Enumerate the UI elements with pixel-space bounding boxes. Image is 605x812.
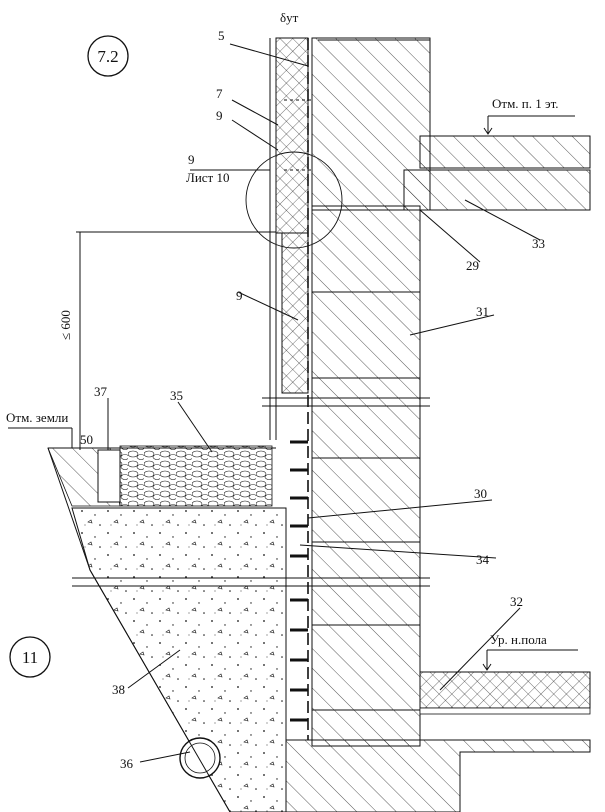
callout-sheet: Лист 10 xyxy=(186,170,229,185)
drain-pipe xyxy=(179,737,221,779)
height-dimension-label: ≤ 600 xyxy=(58,310,73,340)
elevation-floor-level-label: Ур. н.пола xyxy=(490,632,547,647)
insulation-layer-lower xyxy=(281,232,309,394)
elevation-first-floor-label: Отм. п. 1 эт. xyxy=(492,96,559,111)
elevation-floor-level xyxy=(482,649,578,671)
position-label: 35 xyxy=(170,388,183,403)
position-label: 37 xyxy=(94,384,108,399)
position-label: 38 xyxy=(112,682,125,697)
position-label: 31 xyxy=(476,304,489,319)
leader-lines xyxy=(107,43,541,763)
elevation-ground-label: Отм. земли xyxy=(6,410,68,425)
detail-mark-11-circle xyxy=(9,636,51,678)
insulation-thickness-label: δут xyxy=(280,10,299,25)
position-label: 7 xyxy=(216,86,223,101)
block-joints xyxy=(312,291,420,711)
callout-number: 9 xyxy=(188,152,195,167)
insulation-layer xyxy=(275,37,309,234)
detail-mark-11: 11 xyxy=(22,648,38,667)
drain-trough xyxy=(97,449,121,503)
waterproofing-marks xyxy=(290,440,308,722)
position-label: 30 xyxy=(474,486,487,501)
lower-wall xyxy=(311,205,421,747)
position-label: 36 xyxy=(120,756,134,771)
elevation-first-floor xyxy=(483,115,575,135)
foundation-base xyxy=(285,739,591,812)
position-label: 9 xyxy=(236,288,243,303)
position-label: 5 xyxy=(218,28,225,43)
position-label: 34 xyxy=(476,552,490,567)
floor-layers xyxy=(419,671,591,709)
offset-dimension-label: 50 xyxy=(80,432,93,447)
floor-beam xyxy=(403,169,591,211)
break-lines xyxy=(72,39,430,587)
elevation-ground xyxy=(8,427,73,448)
position-label: 29 xyxy=(466,258,479,273)
floor-slab xyxy=(419,135,591,169)
detail-mark-7-2-circle xyxy=(87,35,129,77)
position-label: 9 xyxy=(216,108,223,123)
detail-callout-circle xyxy=(245,151,343,249)
position-label: 33 xyxy=(532,236,545,251)
position-label: 32 xyxy=(510,594,523,609)
gravel-layer xyxy=(119,445,273,507)
detail-mark-7-2: 7.2 xyxy=(97,47,118,66)
soil-backfill xyxy=(71,507,287,812)
